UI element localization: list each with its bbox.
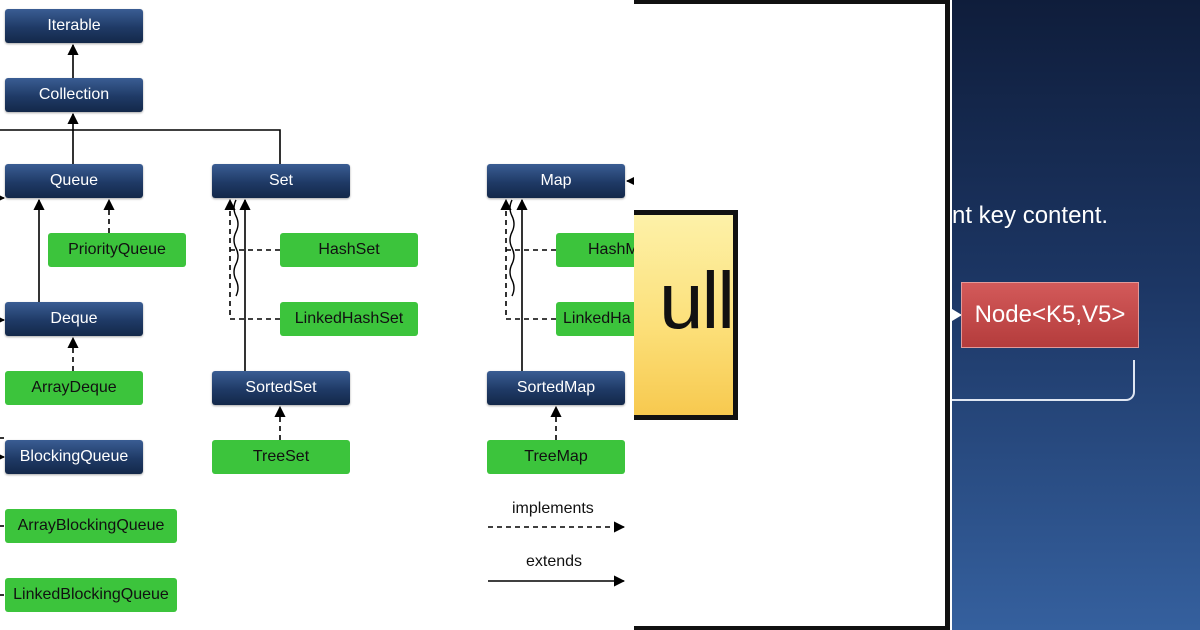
linkedblockingqueue-node: LinkedBlockingQueue [5, 578, 177, 612]
edge-linkedhashset-set [224, 198, 280, 320]
legend-extends-label: extends [526, 553, 583, 570]
arrayblockingqueue-node: ArrayBlockingQueue [5, 509, 177, 543]
hashset-node: HashSet [280, 233, 418, 267]
sortedset-node: SortedSet [212, 371, 350, 405]
middle-slide: ull [634, 0, 950, 630]
edge-hashset-set-wavy [233, 199, 239, 297]
arraydeque-node: ArrayDeque [5, 371, 143, 405]
edge-hashmap-map-wavy [509, 199, 515, 297]
right-slide-text: nt key content. [952, 202, 1109, 229]
yellow-box-text: ull [658, 256, 733, 345]
yellow-null-box: ull [634, 210, 738, 420]
set-node: Set [212, 164, 350, 198]
blockingqueue-node: BlockingQueue [5, 440, 143, 474]
right-slide: nt key content. Node<K5,V5> [952, 0, 1200, 630]
collection-node: Collection [5, 78, 143, 112]
hashmap-node: HashM [556, 233, 634, 267]
edge-set-collection [0, 129, 281, 164]
node-k5-v5: Node<K5,V5> [961, 282, 1139, 348]
treeset-node: TreeSet [212, 440, 350, 474]
diagram-connectors [0, 43, 634, 596]
collection-hierarchy-diagram: Iterable Collection Queue Set Map Deque … [0, 9, 634, 612]
legend-implements-label: implements [512, 500, 594, 517]
deque-node: Deque [5, 302, 143, 336]
linkedhashmap-node: LinkedHa [556, 302, 634, 336]
return-bracket [952, 360, 1135, 401]
map-node: Map [487, 164, 625, 198]
queue-node: Queue [5, 164, 143, 198]
treemap-node: TreeMap [487, 440, 625, 474]
sortedmap-node: SortedMap [487, 371, 625, 405]
linkedhashset-node: LinkedHashSet [280, 302, 418, 336]
arrow-into-node-icon [952, 309, 962, 321]
priorityqueue-node: PriorityQueue [48, 233, 186, 267]
edge-linkedhashmap-map [500, 198, 556, 320]
iterable-node: Iterable [5, 9, 143, 43]
